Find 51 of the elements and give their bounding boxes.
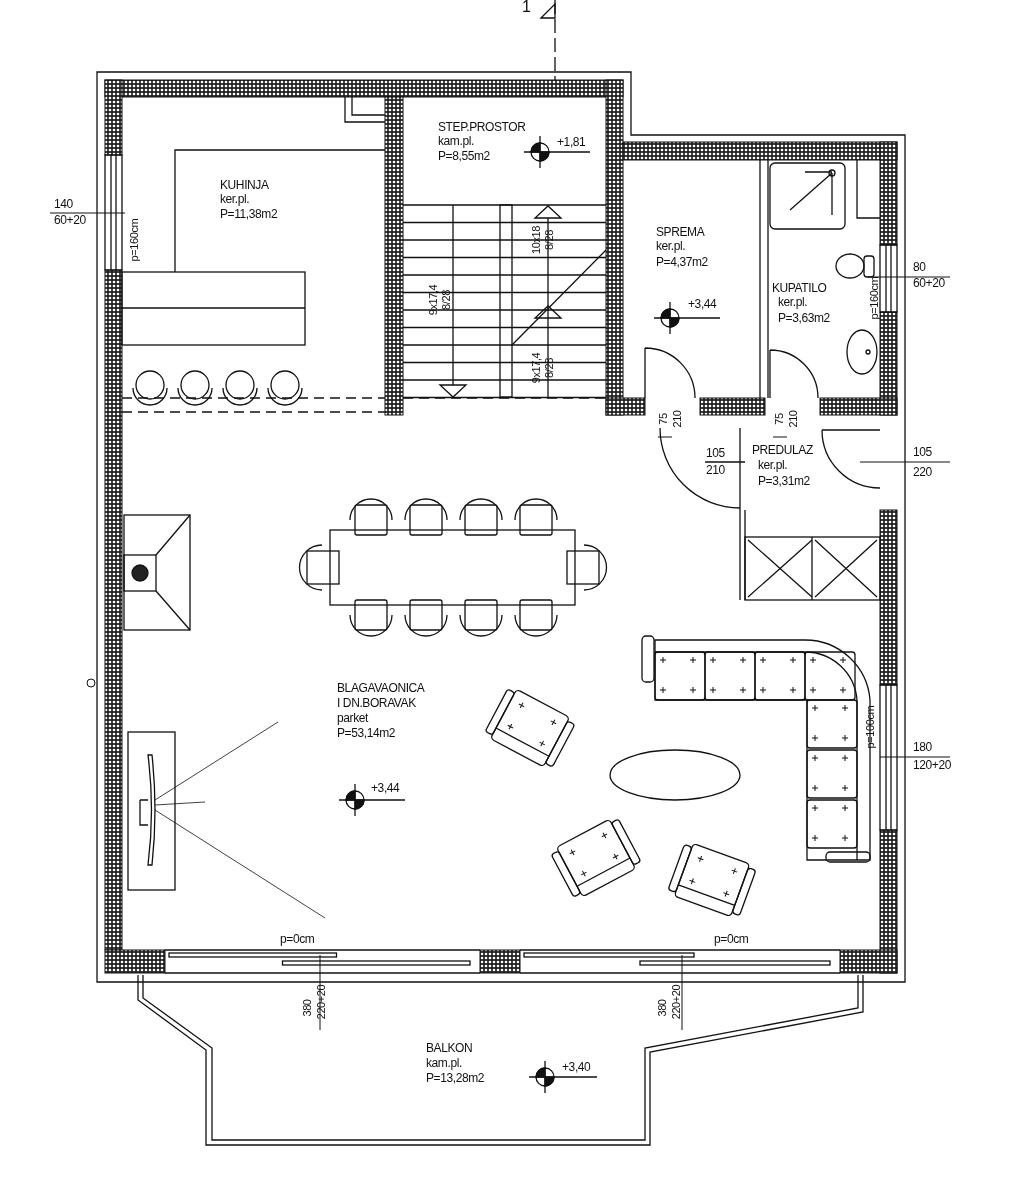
room-name: KUHINJA xyxy=(220,179,269,192)
section-label: 1 xyxy=(522,0,531,13)
room-name: SPREMA xyxy=(656,226,705,239)
dimension-label: 8/28 xyxy=(439,290,453,310)
dimension-label: 60+20 xyxy=(54,214,86,227)
dimension-label: 75 xyxy=(772,413,786,425)
area-label: P=3,63m2 xyxy=(778,312,830,325)
dimension-label: 380 xyxy=(655,999,669,1017)
dimension-label: 80 xyxy=(913,261,926,274)
dimension-label: 220+20 xyxy=(669,984,683,1020)
dimension-label: 75 xyxy=(656,413,670,425)
area-label: P=53,14m2 xyxy=(337,727,396,740)
floor-finish: ker.pl. xyxy=(778,296,808,309)
elevation-label: +3,44 xyxy=(371,782,400,795)
area-label: P=4,37m2 xyxy=(656,256,708,269)
room-name: BALKON xyxy=(426,1042,473,1055)
elevation-label: +1,81 xyxy=(557,136,586,149)
dimension-label: p=160cm xyxy=(867,276,881,320)
floor-finish: ker.pl. xyxy=(758,459,788,472)
area-label: P=13,28m2 xyxy=(426,1072,485,1085)
dimension-label: 220 xyxy=(913,466,932,479)
floor-finish: ker.pl. xyxy=(656,240,686,253)
dimension-label: 120+20 xyxy=(913,759,951,772)
dimension-label: 210 xyxy=(786,410,800,428)
floor-finish: kam.pl. xyxy=(438,135,474,148)
dimension-label: 105 xyxy=(706,447,725,460)
room-name: BLAGAVAONICA xyxy=(337,682,425,695)
dimension-label: 380 xyxy=(300,999,314,1017)
floor-finish: kam.pl. xyxy=(426,1057,462,1070)
area-label: P=3,31m2 xyxy=(758,475,810,488)
floor-finish: parket xyxy=(337,712,368,725)
elevation-label: +3,44 xyxy=(688,298,717,311)
dimension-label: p=100cm xyxy=(863,705,877,749)
floor-finish: ker.pl. xyxy=(220,193,250,206)
room-name: KUPATILO xyxy=(772,282,827,295)
dimension-label: 180 xyxy=(913,741,932,754)
area-label: P=8,55m2 xyxy=(438,150,490,163)
elevation-label: +3,40 xyxy=(562,1061,591,1074)
dimension-label: 220+20 xyxy=(314,984,328,1020)
room-name: STEP.PROSTOR xyxy=(438,121,526,134)
dimension-label: p=0cm xyxy=(280,933,315,946)
dimension-label: p=160cm xyxy=(127,218,141,262)
area-label: P=11,38m2 xyxy=(220,208,278,221)
room-name: I DN.BORAVAK xyxy=(337,697,416,710)
dimension-label: 105 xyxy=(913,446,932,459)
dimension-label: 60+20 xyxy=(913,277,945,290)
dimension-label: 210 xyxy=(670,410,684,428)
dimension-label: p=0cm xyxy=(714,933,749,946)
dimension-label: 140 xyxy=(54,198,73,211)
dimension-label: 210 xyxy=(706,464,725,477)
room-name: PREDULAZ xyxy=(752,444,813,457)
